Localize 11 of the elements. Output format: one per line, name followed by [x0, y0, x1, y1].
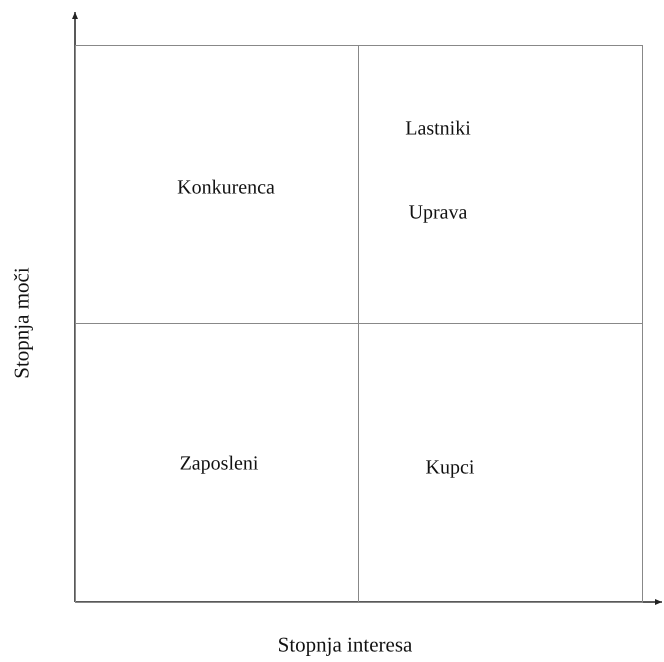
matrix-quadrant [358, 323, 643, 603]
quadrant-label: Uprava [408, 202, 468, 224]
quadrant-label: Lastniki [405, 118, 471, 140]
matrix-quadrant [358, 45, 643, 324]
matrix-quadrant [75, 323, 359, 603]
quadrant-label: Konkurenca [177, 176, 275, 200]
quadrant-label: Zaposleni [180, 452, 258, 476]
axis-title: Stopnja moči [10, 267, 34, 379]
matrix-quadrant [75, 45, 359, 324]
quadrant-label: Kupci [426, 456, 474, 480]
axis-title: Stopnja interesa [278, 632, 412, 658]
